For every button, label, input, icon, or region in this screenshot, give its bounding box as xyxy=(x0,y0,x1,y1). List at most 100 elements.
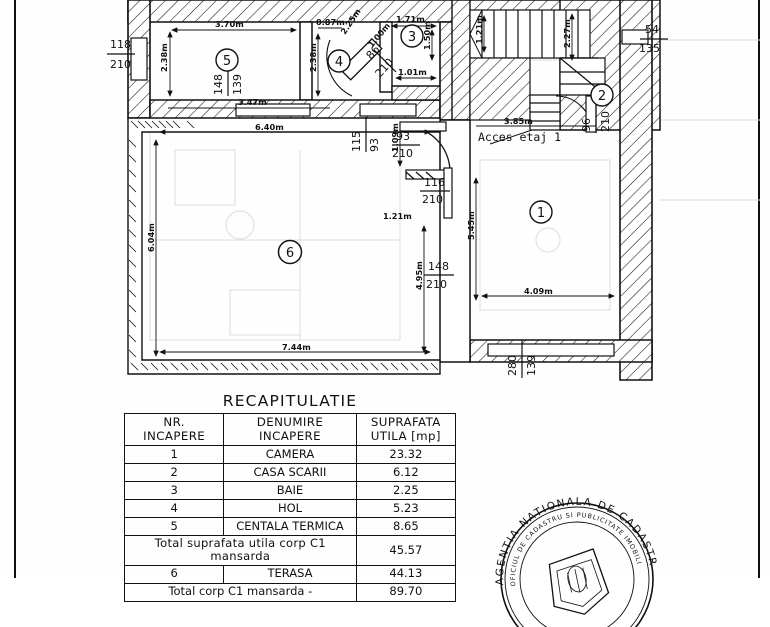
svg-text:210: 210 xyxy=(110,58,131,71)
dim-6-40m: 6.40m xyxy=(255,122,284,132)
table-row-total-corp: Total corp C1 mansarda - 89.70 xyxy=(124,582,457,602)
coat-of-arms-icon xyxy=(548,548,610,615)
svg-text:210: 210 xyxy=(392,147,413,160)
svg-text:2: 2 xyxy=(598,89,606,104)
cell-area: 6.12 xyxy=(355,463,457,483)
dim-5-45m: 5.45m xyxy=(466,211,476,240)
header-area: SUPRAFATA UTILA [mp] xyxy=(355,412,457,447)
cell-total-utila-label: Total suprafata utila corp C1 mansarda xyxy=(124,535,357,566)
table-row-total-utila: Total suprafata utila corp C1 mansarda 4… xyxy=(124,535,457,566)
floor-plan-drawing: 3.70m 2.38m 0.87m 2.25m 2.38m 1.71m 1.50… xyxy=(107,0,760,381)
svg-text:148: 148 xyxy=(428,260,449,273)
svg-text:148: 148 xyxy=(212,74,225,95)
opening-labels: 118 210 148 139 86 210 54 135 96 xyxy=(107,23,668,378)
recapitulation-section: RECAPITULATIE NR. INCAPERE DENUMIRE INCA… xyxy=(123,392,457,602)
cell-name: TERASA xyxy=(223,564,357,584)
svg-text:115: 115 xyxy=(350,131,363,152)
table-row: 3 BAIE 2.25 xyxy=(123,481,457,501)
dim-1-09m: 1.09m xyxy=(390,123,400,152)
opening-93-210: 93 210 xyxy=(392,130,420,160)
room-marker-6: 6 xyxy=(277,239,303,265)
room-marker-1: 1 xyxy=(529,200,553,224)
cell-nr: 1 xyxy=(123,445,225,465)
cell-total-corp-label: Total corp C1 mansarda - xyxy=(124,582,357,602)
opening-148-139: 148 139 xyxy=(212,58,244,96)
plan-sheet: 3.70m 2.38m 0.87m 2.25m 2.38m 1.71m 1.50… xyxy=(14,0,760,627)
svg-text:5: 5 xyxy=(223,54,231,69)
room-markers: 1 2 3 4 5 6 xyxy=(215,24,614,265)
cell-nr: 6 xyxy=(123,564,225,584)
cell-area: 5.23 xyxy=(355,499,457,519)
cell-name: BAIE xyxy=(223,481,357,501)
opening-115-139: 115 93 xyxy=(350,117,381,152)
svg-text:139: 139 xyxy=(231,74,244,95)
table-row: 1 CAMERA 23.32 xyxy=(123,445,457,465)
cell-nr: 2 xyxy=(123,463,225,483)
dim-3-70m: 3.70m xyxy=(215,19,244,29)
recap-table: NR. INCAPERE DENUMIRE INCAPERE SUPRAFATA… xyxy=(123,412,457,602)
dim-3-85m: 3.85m xyxy=(504,116,533,126)
dim-2-27m: 2.27m xyxy=(562,19,572,48)
svg-text:210: 210 xyxy=(599,111,612,132)
svg-text:280: 280 xyxy=(506,355,519,376)
opening-280-139: 280 139 xyxy=(506,340,538,378)
cell-nr: 4 xyxy=(123,499,225,519)
svg-text:93: 93 xyxy=(396,130,410,143)
opening-148-210: 148 210 xyxy=(424,260,454,291)
dimension-lines xyxy=(153,13,615,357)
table-header-row: NR. INCAPERE DENUMIRE INCAPERE SUPRAFATA… xyxy=(123,412,457,447)
header-area-line1: SUPRAFATA xyxy=(370,415,441,429)
table-row: 6 TERASA 44.13 xyxy=(123,564,457,584)
cell-area: 23.32 xyxy=(355,445,457,465)
doors xyxy=(130,29,649,357)
cell-name: CAMERA xyxy=(223,445,357,465)
dim-1-01m: 1.01m xyxy=(398,67,427,77)
sheet-border-right xyxy=(758,0,760,578)
svg-text:93: 93 xyxy=(368,138,381,152)
cell-area: 44.13 xyxy=(355,564,457,584)
cell-name: HOL xyxy=(223,499,357,519)
table-row: 4 HOL 5.23 xyxy=(123,499,457,519)
dim-1-21m-terrace: 1.21m xyxy=(383,211,412,221)
svg-text:210: 210 xyxy=(422,193,443,206)
cell-name: CENTALA TERMICA xyxy=(223,517,357,537)
svg-text:6: 6 xyxy=(286,246,294,261)
dim-4-09m: 4.09m xyxy=(524,286,553,296)
svg-text:210: 210 xyxy=(373,56,397,80)
cell-nr: 5 xyxy=(123,517,225,537)
cell-total-utila-area: 45.57 xyxy=(355,535,457,566)
official-stamp: AGENTIA NATIONALA DE CADASTRU SI PUBLICI… xyxy=(487,487,659,627)
svg-text:135: 135 xyxy=(639,42,660,55)
svg-text:3: 3 xyxy=(408,30,416,45)
svg-text:118: 118 xyxy=(110,38,131,51)
room-marker-5: 5 xyxy=(215,48,239,72)
header-nr: NR. INCAPERE xyxy=(123,412,225,447)
header-name-line2: INCAPERE xyxy=(258,428,321,443)
cell-name: CASA SCARII xyxy=(223,463,357,483)
dim-1-50m: 1.50m xyxy=(422,21,432,50)
opening-118-210: 118 210 xyxy=(107,38,135,71)
dim-3-47m: 3.47m xyxy=(238,97,267,107)
cell-area: 8.65 xyxy=(355,517,457,537)
room-marker-2: 2 xyxy=(590,83,614,107)
svg-text:96: 96 xyxy=(580,118,593,132)
svg-text:210: 210 xyxy=(426,278,447,291)
opening-54-135: 54 135 xyxy=(639,23,668,55)
dim-0-87m: 0.87m xyxy=(316,17,345,27)
svg-text:54: 54 xyxy=(645,23,659,36)
dim-1-21m-stair: 1.21m xyxy=(474,15,484,44)
cell-nr: 3 xyxy=(123,481,225,501)
header-name-line1: DENUMIRE xyxy=(256,415,324,429)
dim-4-95m: 4.95m xyxy=(414,261,424,290)
svg-text:4: 4 xyxy=(335,55,343,70)
header-name: DENUMIRE INCAPERE xyxy=(223,412,357,447)
room-marker-3: 3 xyxy=(400,24,424,48)
dim-7-44m: 7.44m xyxy=(282,342,311,352)
recap-title: RECAPITULATIE xyxy=(222,392,358,410)
dim-6-04m: 6.04m xyxy=(146,223,156,252)
svg-text:116: 116 xyxy=(424,176,445,189)
header-nr-line1: NR. xyxy=(163,415,185,429)
dim-2-38m-left: 2.38m xyxy=(159,43,169,72)
svg-text:139: 139 xyxy=(525,355,538,376)
opening-116-210: 116 210 xyxy=(420,176,450,206)
